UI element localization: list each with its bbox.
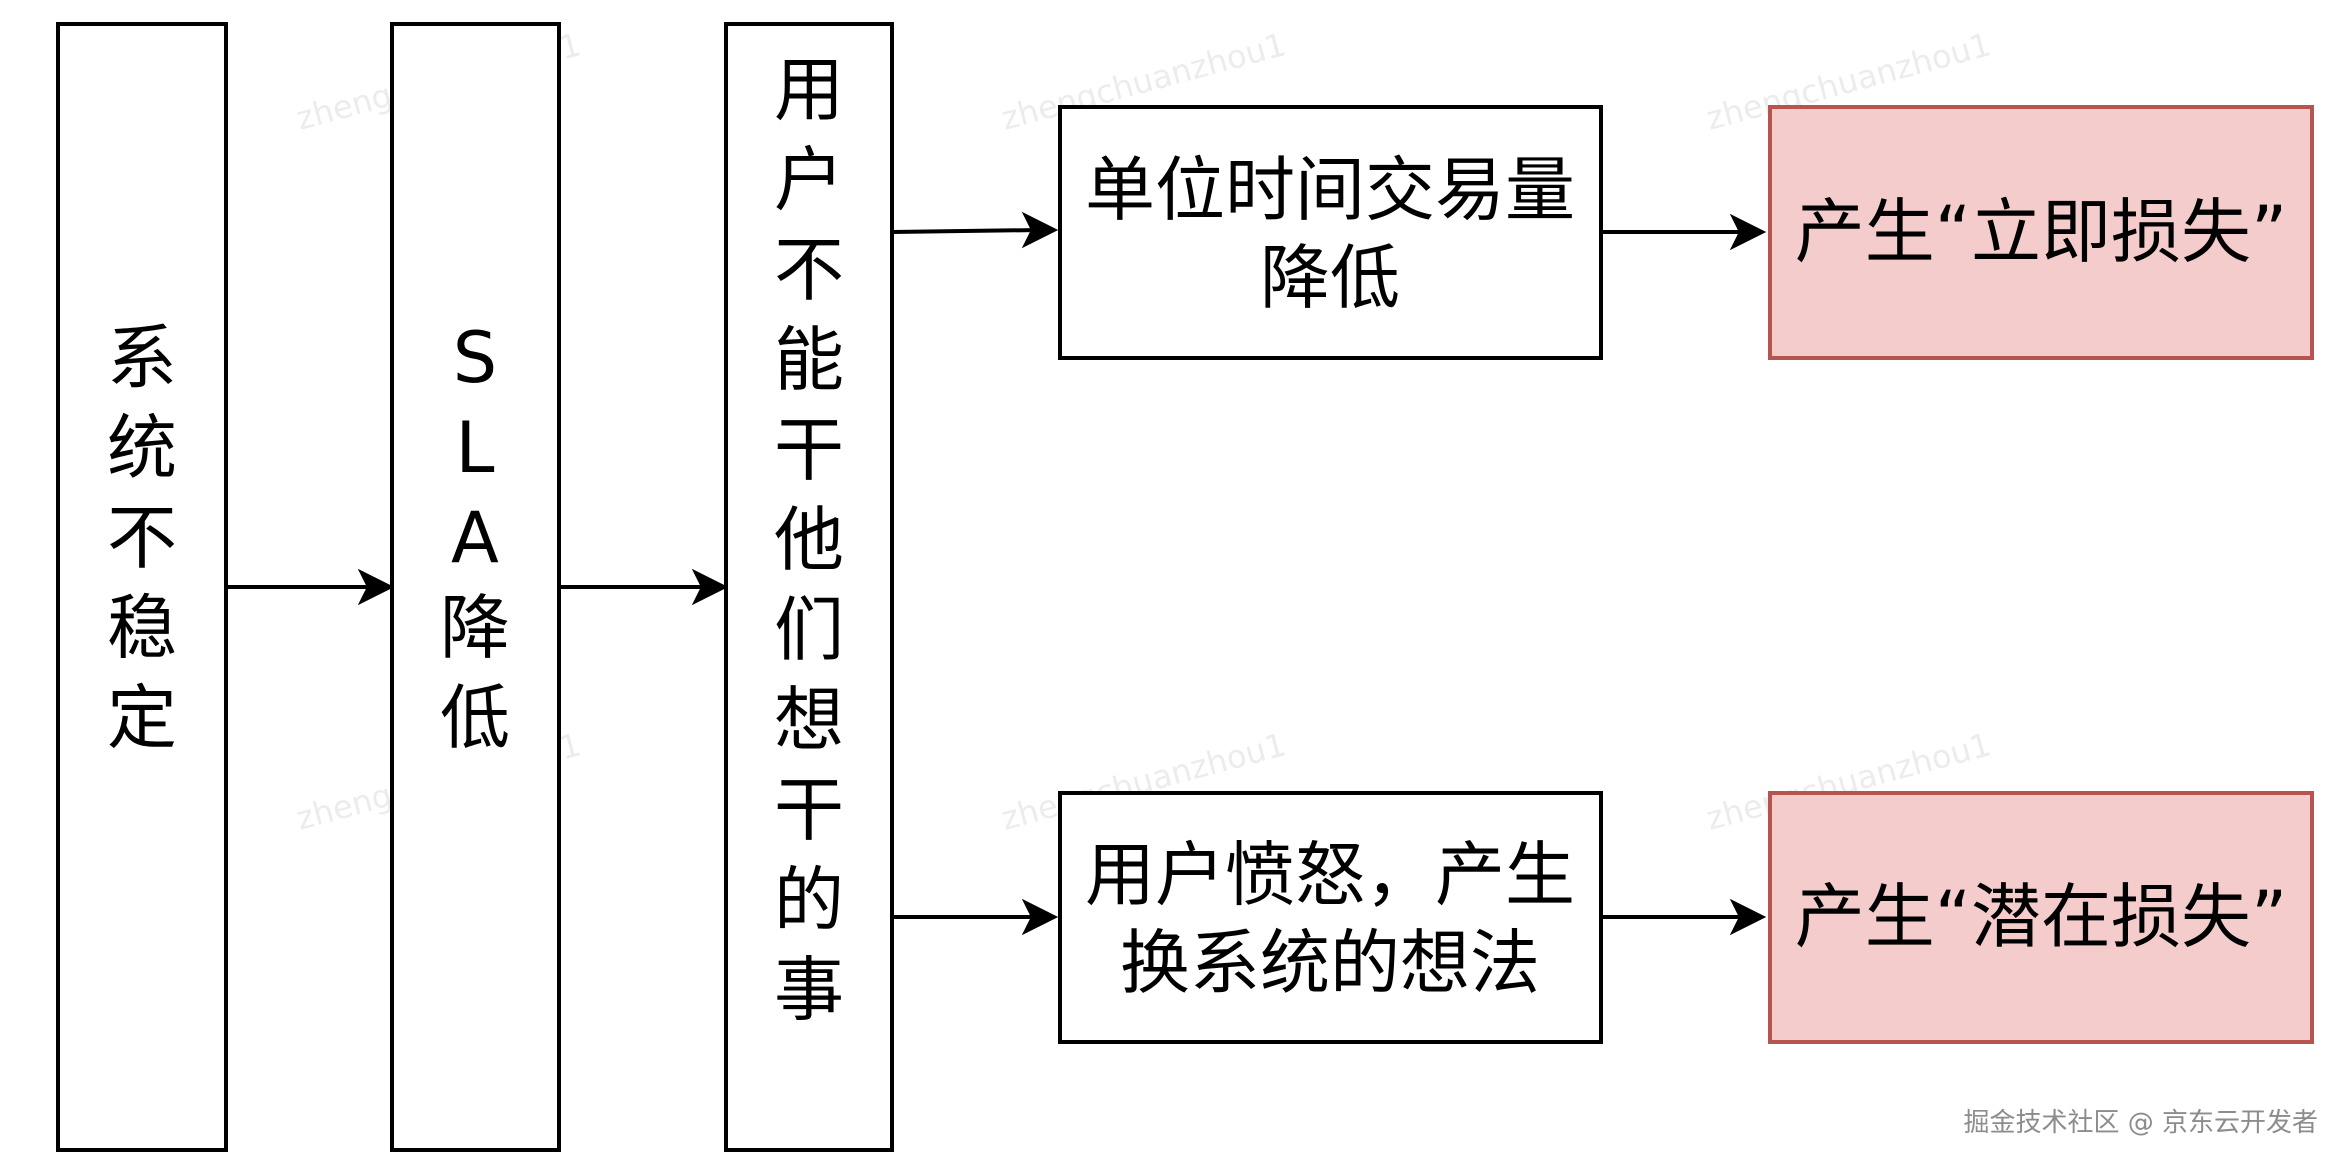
arrowhead (357, 568, 395, 606)
node-immediate-loss: 产生“立即损失” (1768, 105, 2314, 360)
footer-credit: 掘金技术社区 @ 京东云开发者 (1963, 1108, 2318, 1138)
node-char: 不 (107, 497, 177, 579)
node-char: 降 (440, 587, 510, 669)
node-char: 低 (440, 677, 510, 759)
edge-user-angry-to-potential-loss (1601, 898, 1767, 936)
node-char: 们 (774, 589, 844, 671)
node-char: L (456, 407, 495, 489)
node-char: 他 (774, 499, 844, 581)
node-char: 的 (774, 859, 844, 941)
node-char: S (453, 317, 497, 399)
edge-unstable-to-sla (226, 568, 395, 606)
node-system-unstable: 系 统 不 稳 定 (56, 22, 228, 1152)
edge-user-blocked-to-user-angry (892, 898, 1059, 936)
node-char: 能 (774, 319, 844, 401)
node-char: 用 (774, 49, 844, 131)
node-char: 干 (774, 769, 844, 851)
node-line: 用户愤怒，产生 (1085, 834, 1575, 916)
edge-user-blocked-to-tx-drop (891, 211, 1059, 249)
node-char: 稳 (107, 587, 177, 669)
node-char: 事 (774, 949, 844, 1031)
node-line: 降低 (1260, 237, 1400, 319)
edge-sla-to-user-blocked (559, 568, 729, 606)
node-char: 统 (107, 407, 177, 489)
node-user-angry: 用户愤怒，产生 换系统的想法 (1058, 791, 1603, 1044)
node-transaction-drop: 单位时间交易量 降低 (1058, 105, 1603, 360)
arrowhead (1729, 898, 1767, 936)
node-line: 产生“立即损失” (1795, 191, 2288, 273)
edge-tx-drop-to-immediate-loss (1601, 213, 1767, 251)
arrowhead (1021, 898, 1059, 936)
node-char: 干 (774, 409, 844, 491)
node-line: 换系统的想法 (1120, 922, 1540, 1004)
node-char: 户 (774, 139, 844, 221)
arrowhead (1729, 213, 1767, 251)
arrowhead (691, 568, 729, 606)
node-char: 系 (107, 317, 177, 399)
node-char: 定 (107, 677, 177, 759)
node-line: 产生“潜在损失” (1795, 876, 2288, 958)
arrowhead (1021, 211, 1059, 249)
node-potential-loss: 产生“潜在损失” (1768, 791, 2314, 1044)
node-user-blocked: 用 户 不 能 干 他 们 想 干 的 事 (724, 22, 894, 1152)
node-char: 想 (774, 679, 844, 761)
node-line: 单位时间交易量 (1085, 149, 1575, 231)
node-sla-drop: S L A 降 低 (390, 22, 561, 1152)
node-char: 不 (774, 229, 844, 311)
node-char: A (451, 497, 499, 579)
